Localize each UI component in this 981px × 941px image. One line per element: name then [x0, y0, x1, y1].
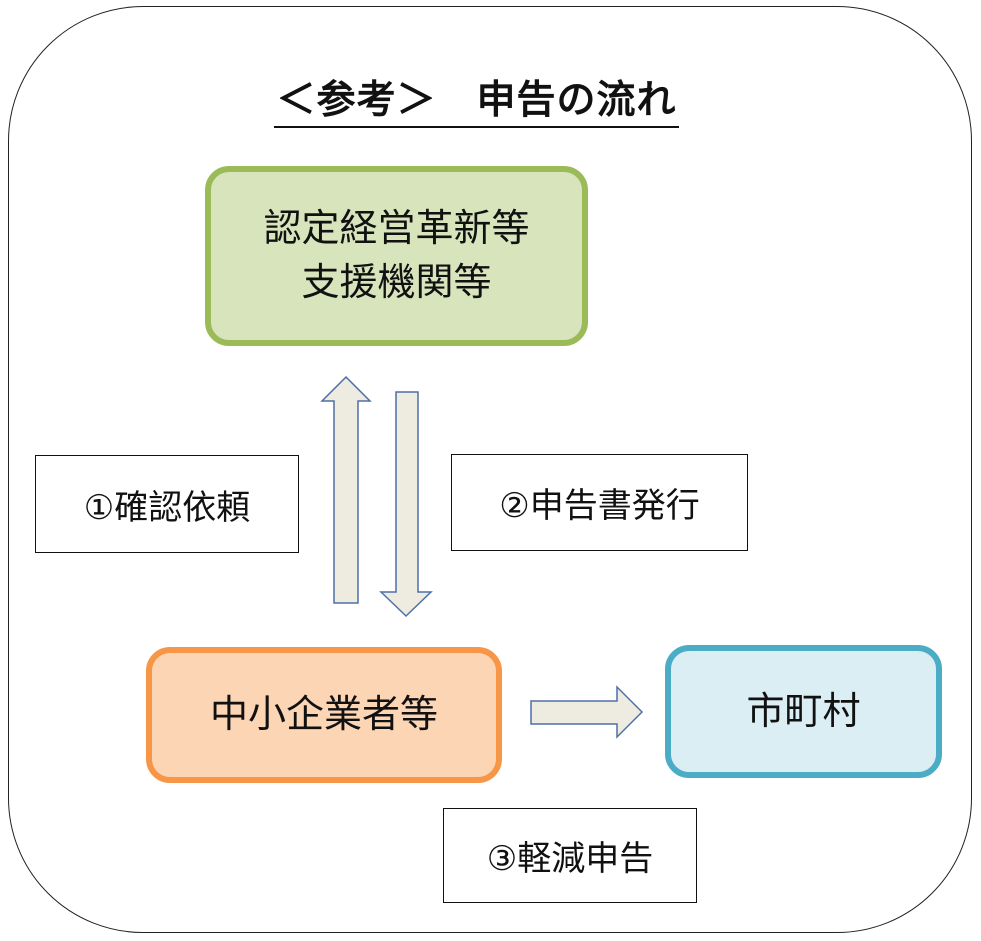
arrow-up-icon [320, 375, 372, 604]
arrow-right-icon [530, 685, 644, 739]
label-confirmation-request: ①確認依頼 [35, 455, 299, 553]
label-declaration-issuance: ②申告書発行 [451, 454, 748, 551]
node-municipality: 市町村 [665, 645, 942, 778]
diagram-title: ＜参考＞ 申告の流れ [274, 76, 679, 128]
node-sme: 中小企業者等 [146, 647, 502, 783]
arrow-down-icon [379, 391, 433, 618]
node-support-organization: 認定経営革新等 支援機関等 [205, 166, 588, 346]
label-reduction-declaration: ③軽減申告 [443, 808, 697, 903]
